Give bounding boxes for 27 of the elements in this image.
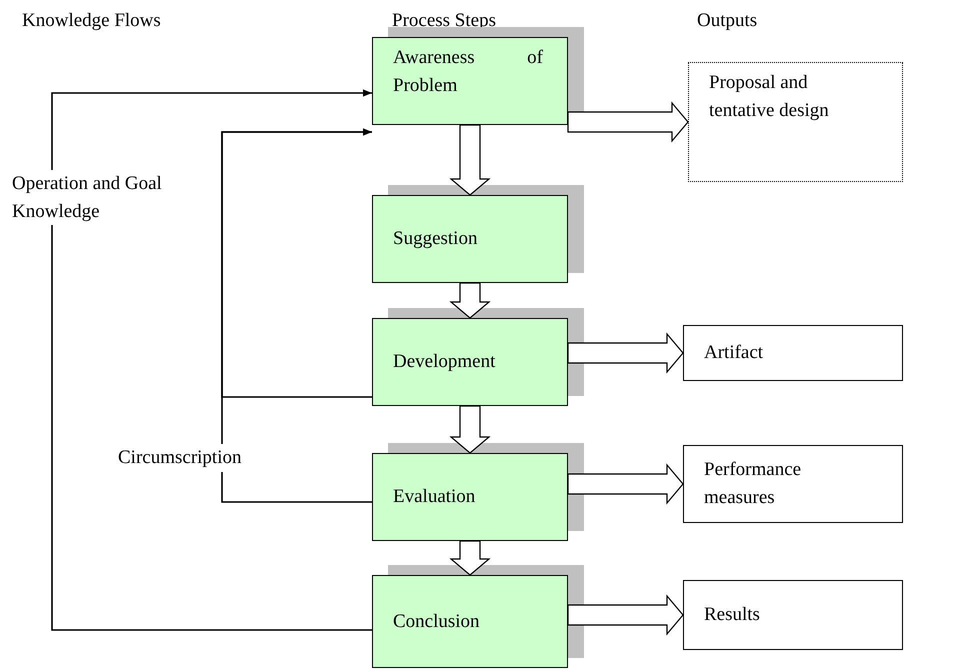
node-text: Awareness of Problem <box>393 46 543 98</box>
block-arrow <box>567 101 689 143</box>
block-arrow <box>449 282 491 319</box>
connector-arrow <box>221 128 372 503</box>
node-text: Artifact <box>704 341 764 366</box>
output-box <box>683 580 903 650</box>
output-box <box>688 62 903 182</box>
block-arrow <box>449 540 491 576</box>
column-heading: Process Steps <box>392 10 496 32</box>
block-arrow <box>449 405 491 454</box>
output-box <box>683 445 903 523</box>
node-text: Results <box>704 603 760 628</box>
block-arrow <box>567 594 684 636</box>
column-heading: Outputs <box>697 10 758 32</box>
output-box <box>683 325 903 381</box>
edge-label: Circumscription <box>118 444 242 472</box>
node-text: Development <box>393 350 496 374</box>
connector-arrow <box>51 89 372 631</box>
node-text: Conclusion <box>393 610 480 634</box>
node-text: Suggestion <box>393 227 478 252</box>
block-arrow <box>449 124 491 196</box>
block-arrow <box>567 332 684 374</box>
column-heading: Knowledge Flows <box>22 10 161 32</box>
node-text: Proposal and tentative design <box>709 71 830 123</box>
node-text: Performance measures <box>704 458 802 510</box>
node-text: Evaluation <box>393 485 476 510</box>
block-arrow <box>567 463 684 505</box>
